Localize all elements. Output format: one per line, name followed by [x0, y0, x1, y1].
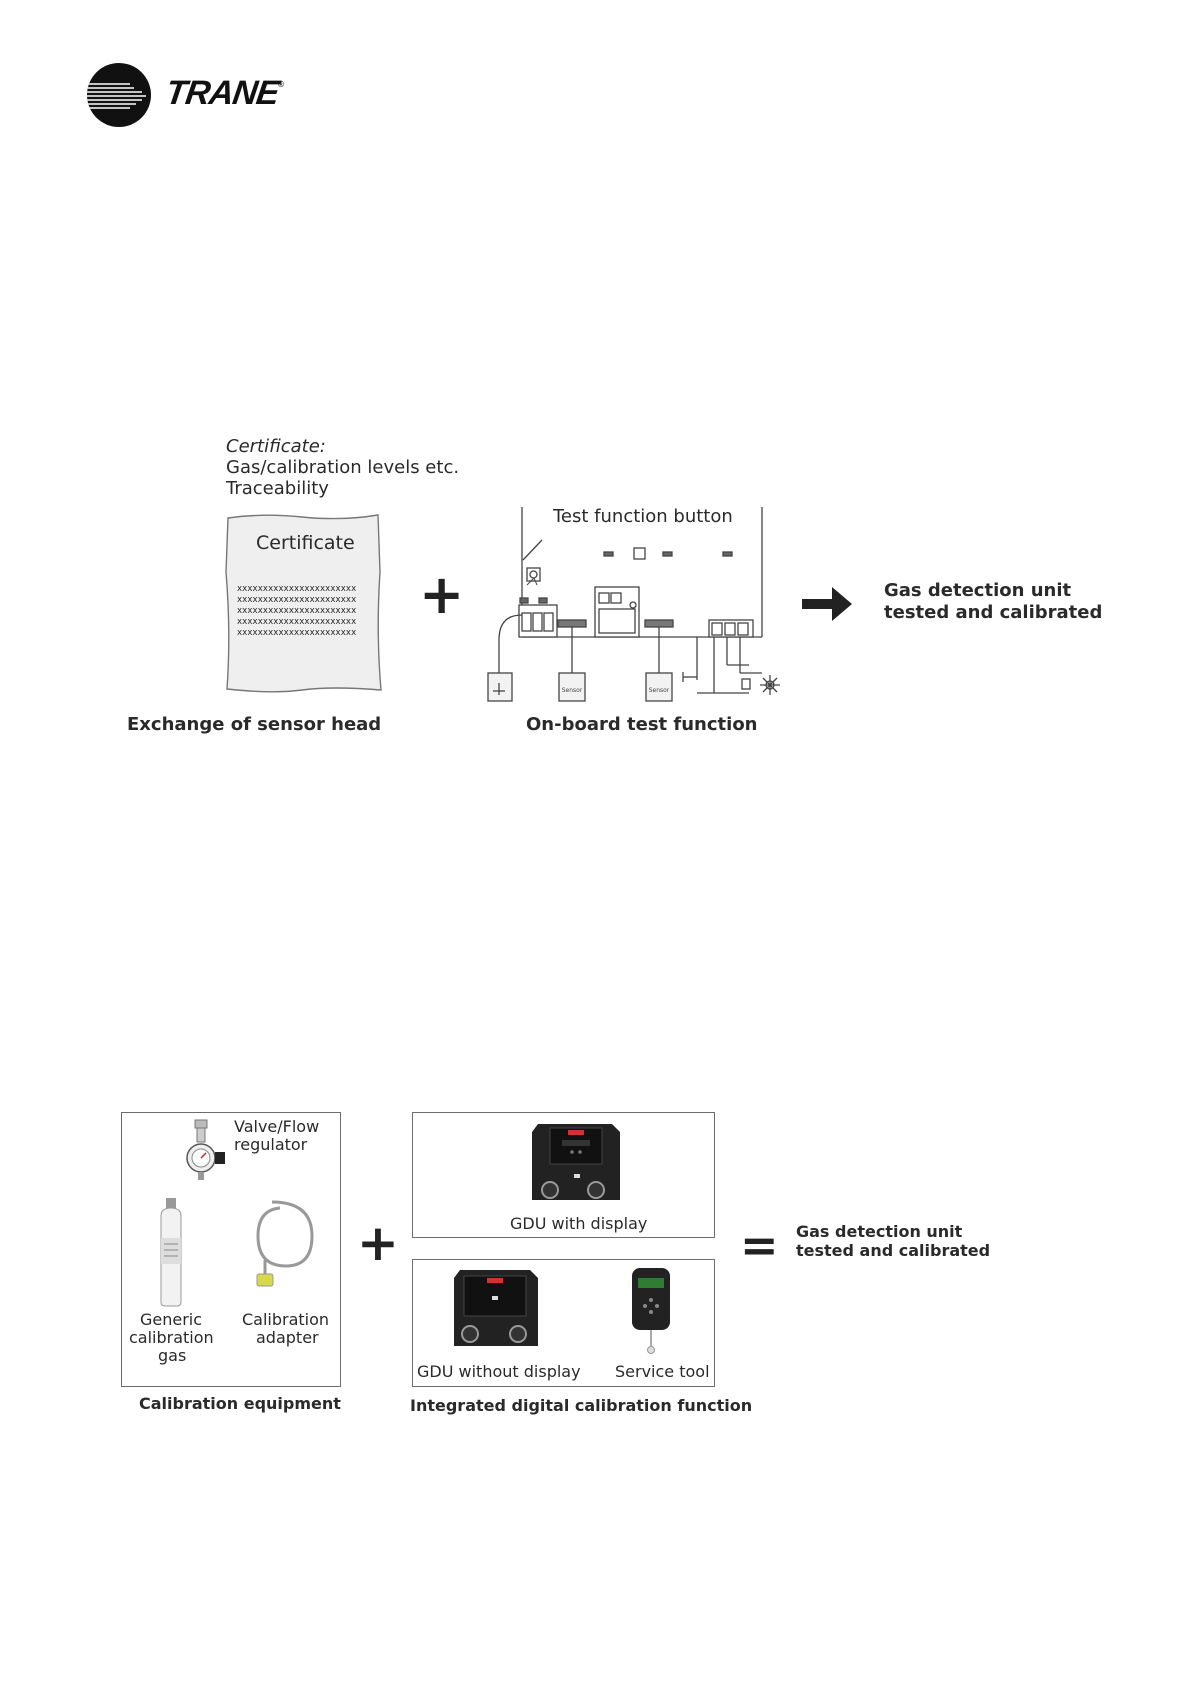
- gdu-without-display-icon: [454, 1270, 538, 1346]
- plus-sign: +: [419, 563, 465, 626]
- right-arrow-icon: [802, 587, 852, 621]
- certificate-note-traceability: Traceability: [226, 478, 329, 499]
- gas-label-1: Generic: [140, 1310, 203, 1329]
- adapter-label-2: adapter: [256, 1328, 319, 1347]
- certificate-row: xxxxxxxxxxxxxxxxxxxxxxx: [237, 595, 357, 605]
- result-line-1: Gas detection unit: [884, 580, 1072, 601]
- gas-label-3: gas: [158, 1346, 187, 1365]
- caption-calibration-equipment: Calibration equipment: [139, 1394, 341, 1413]
- gas-cylinder-icon: [160, 1198, 182, 1307]
- adapter-label-1: Calibration: [242, 1310, 330, 1329]
- gdu-without-display-label: GDU without display: [417, 1362, 581, 1381]
- valve-label-1: Valve/Flow: [234, 1117, 320, 1136]
- caption-on-board-test: On-board test function: [526, 714, 758, 735]
- certificate-row: xxxxxxxxxxxxxxxxxxxxxxx: [237, 617, 357, 627]
- equals-sign: =: [740, 1218, 779, 1272]
- caption-integrated-calibration: Integrated digital calibration function: [410, 1396, 753, 1415]
- calibration-adapter-icon: [256, 1200, 314, 1287]
- certificate-row: xxxxxxxxxxxxxxxxxxxxxxx: [237, 584, 357, 594]
- sensor-label: Sensor: [649, 687, 670, 694]
- plus-sign-2: +: [357, 1214, 399, 1272]
- certificate-row: xxxxxxxxxxxxxxxxxxxxxxx: [237, 628, 357, 638]
- result2-line-2: tested and calibrated: [796, 1241, 991, 1260]
- gdu-with-display-label: GDU with display: [510, 1214, 648, 1233]
- brand-name: TRANE: [163, 74, 281, 112]
- test-button-label: Test function button: [553, 506, 733, 527]
- service-tool-icon: [632, 1268, 670, 1354]
- gas-label-2: calibration: [129, 1328, 214, 1347]
- certificate-document-icon: [225, 514, 382, 693]
- certificate-note-title: Certificate:: [226, 436, 326, 457]
- registered-mark: ®: [277, 80, 285, 89]
- valve-label-2: regulator: [234, 1135, 308, 1154]
- caption-exchange-sensor-head: Exchange of sensor head: [127, 714, 382, 735]
- trane-logo-icon: [87, 63, 151, 127]
- controller-board-diagram: Sensor Sensor: [487, 507, 780, 702]
- certificate-row: xxxxxxxxxxxxxxxxxxxxxxx: [237, 606, 357, 616]
- certificate-note-levels: Gas/calibration levels etc.: [226, 457, 460, 478]
- service-tool-label: Service tool: [615, 1362, 710, 1381]
- result-line-2: tested and calibrated: [884, 602, 1103, 623]
- sensor-label: Sensor: [562, 687, 583, 694]
- flow-regulator-icon: [186, 1119, 225, 1180]
- gdu-with-display-icon: [532, 1124, 620, 1200]
- certificate-rows: xxxxxxxxxxxxxxxxxxxxxxx xxxxxxxxxxxxxxxx…: [237, 584, 356, 639]
- calibration-equipment-panel: [121, 1112, 341, 1387]
- certificate-title: Certificate: [256, 532, 355, 554]
- result2-line-1: Gas detection unit: [796, 1222, 963, 1241]
